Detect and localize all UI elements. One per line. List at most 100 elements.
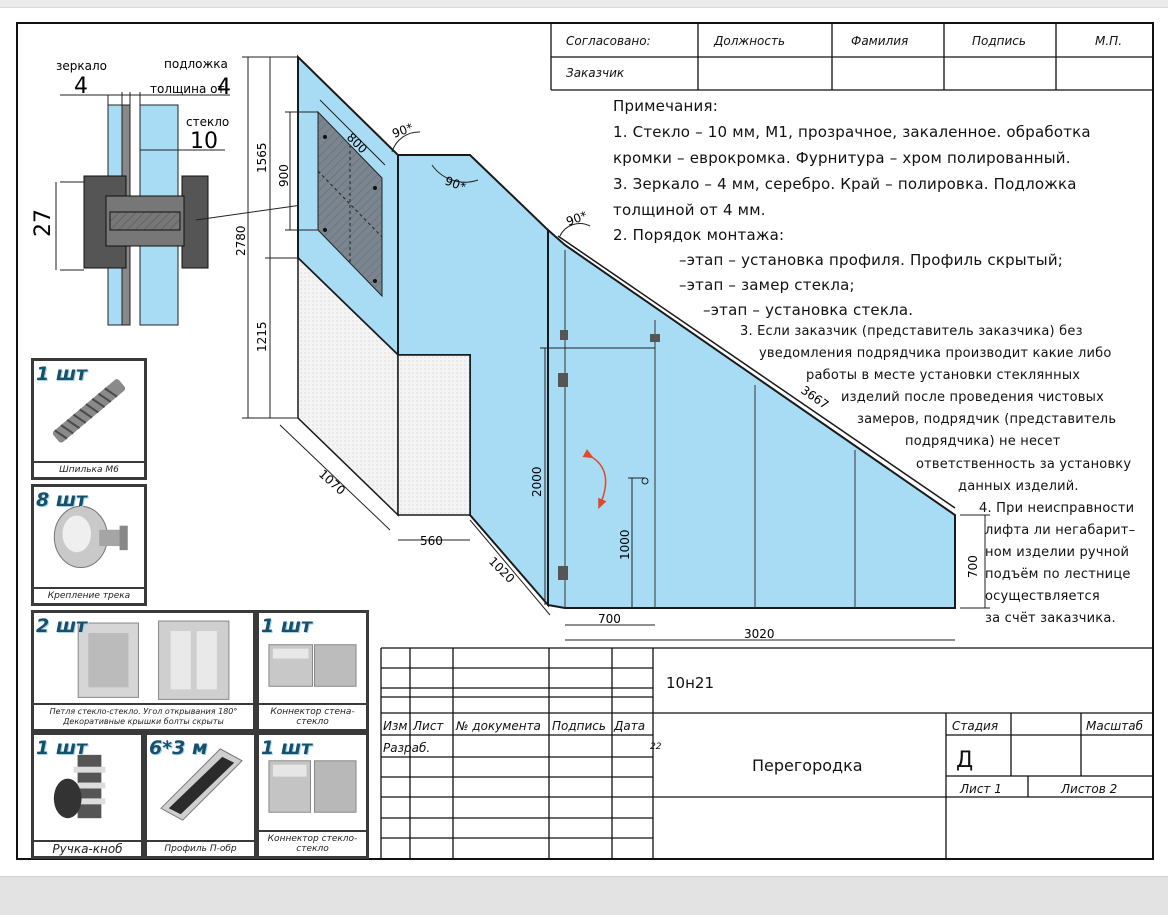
header-date: Дата	[614, 719, 646, 733]
note-sm-1: 3. Если заказчик (представитель заказчик…	[740, 324, 1083, 339]
angle-90-1: 90*	[390, 120, 415, 140]
col-signature: Подпись	[972, 34, 1026, 48]
dim-1000: 1000	[618, 529, 632, 560]
dim-1215: 1215	[255, 321, 269, 352]
note-line-2: кромки – еврокромка. Фурнитура – хром по…	[613, 149, 1071, 167]
note-line-5: 2. Порядок монтажа:	[613, 226, 785, 244]
note-line-7: –этап – замер стекла;	[679, 276, 855, 294]
glass-label: стекло	[186, 115, 229, 129]
caption-profile: Профиль П-обр	[147, 840, 254, 856]
date-fragment: 22	[650, 742, 662, 752]
total-value: 27	[31, 209, 56, 237]
dim-3020: 3020	[744, 627, 775, 641]
mirror-value: 4	[74, 74, 88, 99]
dim-700-bottom: 700	[598, 612, 621, 626]
hinge-image	[77, 620, 230, 700]
caption-stud: Шпилька М6	[34, 461, 144, 477]
dim-1565: 1565	[255, 142, 269, 173]
note-sm-5: замеров, подрядчик (представитель	[857, 412, 1117, 427]
knob-image	[53, 754, 106, 819]
header-sheet: Лист	[413, 719, 444, 733]
wall-connector-image	[268, 644, 357, 687]
header-document: № документа	[456, 719, 541, 733]
note-line-6: –этап – установка профиля. Профиль скрыт…	[679, 251, 1064, 269]
title-block-grid	[380, 647, 1154, 860]
angle-90-3: 90*	[564, 208, 589, 228]
caption-hinge: Петля стекло-стекло. Угол открывания 180…	[34, 703, 253, 729]
note-sm-14: за счёт заказчика.	[985, 611, 1116, 626]
thickness-label: толщина от	[150, 82, 224, 96]
sheet-number: Лист 1	[960, 782, 1002, 796]
col-stamp: М.П.	[1095, 34, 1123, 48]
qty-profile: 6*3 м	[149, 737, 208, 759]
glass-value: 10	[190, 129, 218, 154]
drawing-code: 10н21	[666, 674, 714, 692]
dim-3667: 3667	[798, 383, 831, 412]
note-sm-12: подъём по лестнице	[985, 567, 1131, 582]
approval-table	[550, 24, 1154, 91]
angle-90-2: 90*	[443, 174, 468, 194]
dim-1070: 1070	[316, 467, 348, 498]
backing-label: подложка	[164, 57, 228, 71]
stage-label: Стадия	[952, 719, 999, 733]
qty-wall-connector: 1 шт	[261, 615, 313, 637]
part-card-track-mount: 8 шт Крепление трека	[31, 484, 147, 606]
caption-track-mount: Крепление трека	[34, 587, 144, 603]
note-sm-11: ном изделии ручной	[985, 545, 1130, 560]
profile-image	[160, 748, 243, 821]
note-sm-3: работы в месте установки стеклянных	[806, 368, 1081, 383]
scale-label: Масштаб	[1086, 719, 1144, 733]
part-card-hinge: 2 шт Петля стекло-стекло. Угол открывани…	[31, 610, 256, 732]
col-position: Должность	[714, 34, 786, 48]
part-card-stud: 1 шт Шпилька М6	[31, 358, 147, 480]
thickness-value: 4	[217, 75, 231, 100]
caption-knob: Ручка-кноб	[34, 840, 141, 856]
note-sm-10: лифта ли негабарит–	[985, 523, 1136, 538]
note-sm-2: уведомления подрядчика производит какие …	[759, 346, 1112, 361]
header-change: Изм	[383, 719, 408, 733]
dim-2780: 2780	[234, 225, 248, 256]
stage-value: Д	[956, 748, 974, 773]
sheets-total: Листов 2	[1061, 782, 1118, 796]
part-card-wall-connector: 1 шт Коннектор стена-стекло	[256, 610, 369, 732]
qty-stud: 1 шт	[36, 363, 88, 385]
dim-700-right: 700	[966, 555, 980, 578]
dim-900: 900	[277, 164, 291, 187]
dim-2000: 2000	[530, 466, 544, 497]
notes-title: Примечания:	[613, 97, 718, 115]
section-detail: зеркало 4 подложка толщина от 4 стекло 1…	[31, 57, 317, 326]
note-line-4: толщиной от 4 мм.	[613, 201, 766, 219]
drawing-canvas: зеркало 4 подложка толщина от 4 стекло 1…	[31, 24, 1154, 860]
qty-glass-connector: 1 шт	[261, 737, 313, 759]
note-sm-8: данных изделий.	[958, 479, 1079, 494]
qty-track-mount: 8 шт	[36, 489, 88, 511]
note-sm-13: осуществляется	[985, 589, 1100, 604]
drawing-sheet: зеркало 4 подложка толщина от 4 стекло 1…	[0, 8, 1168, 876]
glass-connector-image	[268, 760, 357, 813]
mirror-label: зеркало	[56, 59, 107, 73]
track-mount-image	[53, 505, 128, 569]
note-sm-4: изделий после проведения чистовых	[841, 390, 1105, 405]
note-line-3: 3. Зеркало – 4 мм, серебро. Край – полир…	[613, 175, 1077, 193]
agreed-label: Согласовано:	[566, 34, 651, 48]
qty-knob: 1 шт	[36, 737, 88, 759]
col-surname: Фамилия	[851, 34, 909, 48]
window-bottom-strip	[0, 876, 1168, 915]
customer-label: Заказчик	[566, 66, 625, 80]
part-card-glass-connector: 1 шт Коннектор стекло-стекло	[256, 732, 369, 859]
header-signature: Подпись	[552, 719, 606, 733]
part-card-knob: 1 шт Ручка-кноб	[31, 732, 144, 859]
part-card-profile: 6*3 м Профиль П-обр	[144, 732, 257, 859]
dim-560: 560	[420, 534, 443, 548]
note-line-1: 1. Стекло – 10 мм, М1, прозрачное, закал…	[613, 123, 1091, 141]
caption-glass-connector: Коннектор стекло-стекло	[259, 830, 366, 856]
caption-wall-connector: Коннектор стена-стекло	[259, 703, 366, 729]
note-line-8: –этап – установка стекла.	[703, 301, 914, 319]
window-top-strip	[0, 0, 1168, 8]
qty-hinge: 2 шт	[36, 615, 88, 637]
note-sm-7: ответственность за установку	[916, 457, 1132, 472]
drawing-name: Перегородка	[752, 756, 863, 775]
note-sm-6: подрядчика) не несет	[905, 434, 1061, 449]
developed-label: Разраб.	[383, 741, 431, 755]
drawing-frame	[16, 22, 1154, 860]
